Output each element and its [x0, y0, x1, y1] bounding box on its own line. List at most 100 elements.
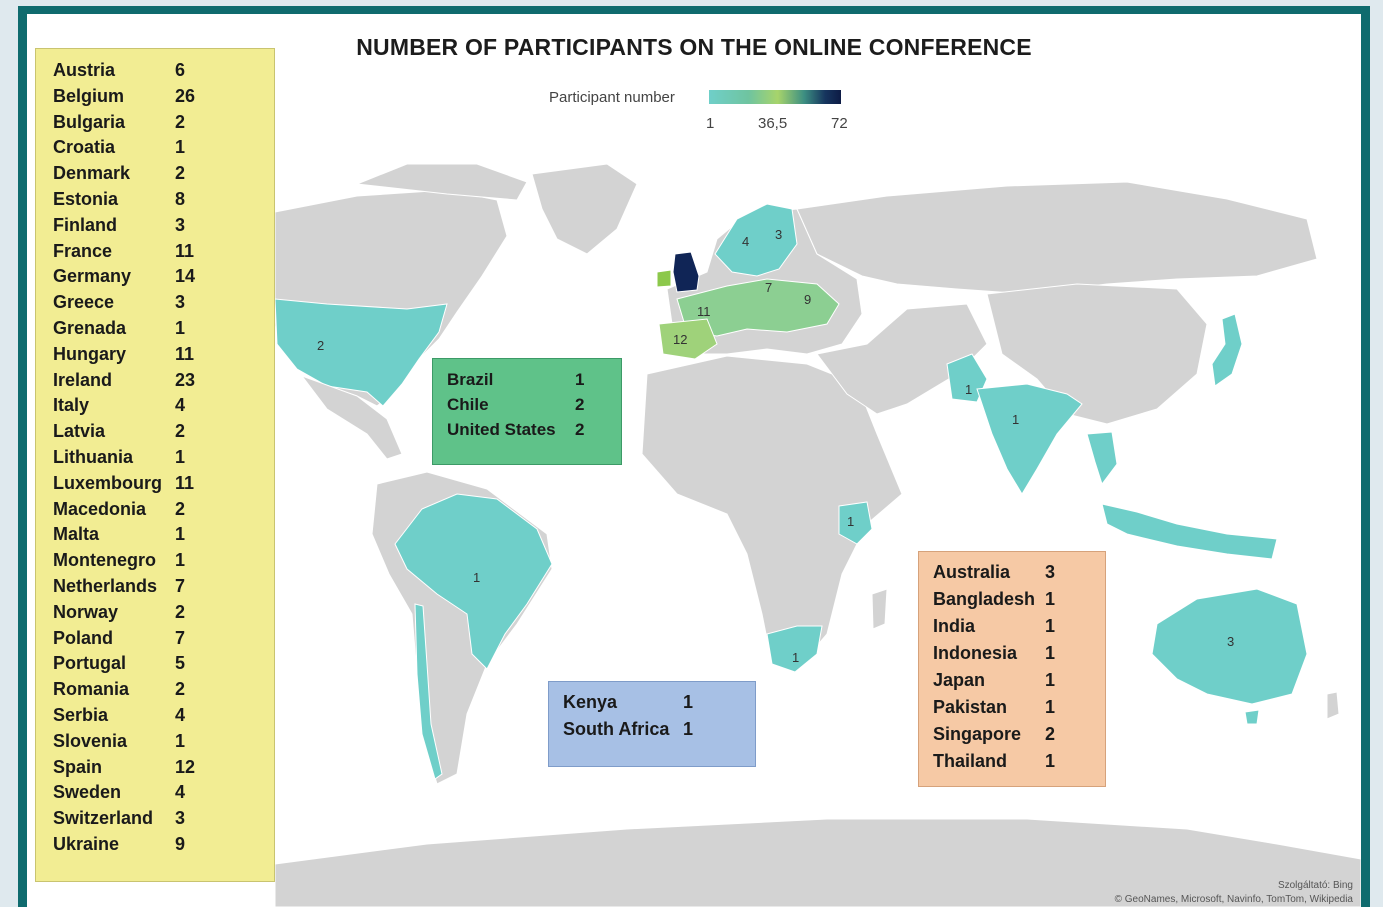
india: [976, 383, 1083, 495]
indonesia: [1101, 503, 1278, 560]
participant-count: 1: [683, 719, 694, 739]
participant-count: 3: [1045, 562, 1056, 582]
country-name: Ukraine: [53, 834, 120, 854]
country-name: Montenegro: [53, 550, 156, 571]
country-name: Lithuania: [53, 447, 133, 467]
country-row: Finland 3: [53, 214, 185, 236]
country-name: France: [53, 240, 113, 261]
country-name: Croatia: [53, 137, 116, 158]
participant-count: 3: [175, 808, 186, 829]
map-canvas: 2 1 1 1 1 1 3 4 3 7 9 11 12 NUMBER OF PA…: [27, 14, 1361, 907]
arctic-islands: [356, 163, 528, 201]
participant-count: 7: [175, 576, 186, 596]
country-row: Grenada 1: [53, 318, 185, 339]
country-name: Kenya: [563, 692, 618, 712]
map-label-brazil: 1: [473, 570, 480, 585]
participant-count: 5: [175, 653, 186, 674]
country-name: Malta: [53, 524, 100, 545]
country-name: Finland: [53, 214, 117, 235]
map-label-south-africa: 1: [792, 650, 799, 665]
participant-count: 1: [175, 524, 186, 545]
country-name: Bulgaria: [53, 111, 126, 132]
country-row: Belgium 26: [53, 85, 195, 107]
map-title: NUMBER OF PARTICIPANTS ON THE ONLINE CON…: [356, 34, 1032, 60]
country-row: Sweden 4: [53, 782, 185, 803]
participant-count: 7: [175, 627, 186, 648]
country-name: Ireland: [53, 369, 113, 390]
participant-count: 1: [1045, 589, 1056, 609]
map-label-norway: 4: [742, 234, 749, 249]
participant-count: 4: [175, 782, 186, 803]
country-name: South Africa: [563, 719, 670, 739]
country-row: Lithuania 1: [53, 447, 185, 468]
country-row: Australia 3: [933, 562, 1055, 583]
east-asia: [986, 283, 1208, 425]
ireland: [656, 269, 672, 288]
country-name: Germany: [53, 266, 132, 287]
country-name: Indonesia: [933, 643, 1018, 663]
country-name: Australia: [933, 562, 1011, 582]
country-row: Montenegro 1: [53, 550, 185, 571]
participant-count: 6: [175, 60, 186, 80]
participant-count: 1: [175, 730, 186, 751]
country-name: Denmark: [53, 163, 131, 184]
scandinavia: [714, 203, 798, 277]
map-label-germany: 7: [765, 280, 772, 295]
legend-min: 1: [706, 115, 715, 132]
participant-count: 12: [175, 756, 196, 777]
country-name: Italy: [53, 395, 90, 416]
participant-count: 1: [175, 318, 186, 338]
country-name: Belgium: [53, 85, 125, 106]
participant-count: 26: [175, 85, 196, 106]
country-name: Latvia: [53, 421, 106, 442]
participant-count: 1: [575, 370, 585, 389]
country-name: India: [933, 616, 976, 636]
participant-count: 1: [175, 550, 186, 571]
country-row: Bulgaria 2: [53, 111, 185, 133]
map-label-india: 1: [1012, 412, 1019, 427]
participant-count: 1: [175, 447, 186, 467]
country-name: Spain: [53, 756, 103, 777]
participant-count: 3: [175, 292, 186, 313]
map-copyright-credit: © GeoNames, Microsoft, Navinfo, TomTom, …: [1114, 894, 1353, 905]
legend-mid: 36,5: [758, 115, 788, 132]
country-name: Estonia: [53, 189, 119, 209]
participant-count: 2: [175, 111, 186, 132]
country-name: Sweden: [53, 782, 122, 803]
participant-count: 11: [175, 472, 195, 493]
country-name: Grenada: [53, 318, 127, 338]
country-name: Slovenia: [53, 730, 128, 751]
participant-count: 2: [575, 420, 585, 439]
map-label-france: 11: [697, 304, 711, 319]
chile: [414, 603, 443, 780]
participant-count: 11: [175, 240, 195, 261]
legend-color-bar: [709, 90, 841, 104]
country-row: Malta 1: [53, 524, 185, 545]
iberia: [658, 318, 718, 360]
world-map: 2 1 1 1 1 1 3 4 3 7 9 11 12: [274, 163, 1361, 907]
thailand: [1086, 431, 1118, 486]
country-row: Spain 12: [53, 756, 195, 778]
usa: [274, 298, 448, 407]
country-name: Switzerland: [53, 808, 154, 829]
participant-count: 3: [175, 214, 186, 235]
map-provider-credit: Szolgáltató: Bing: [1277, 880, 1353, 891]
